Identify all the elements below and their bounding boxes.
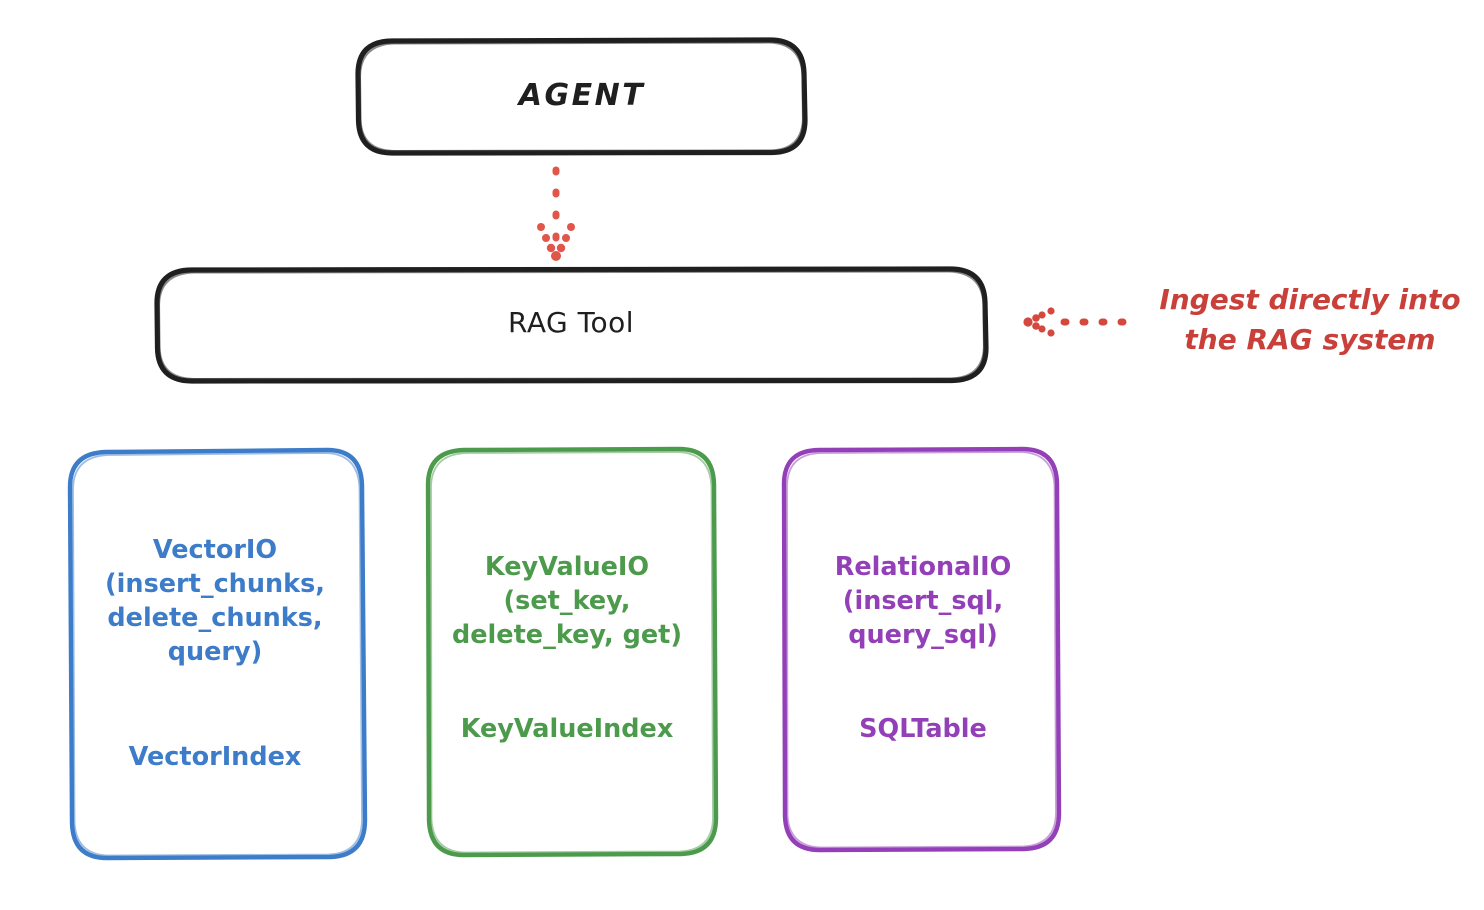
rag-tool-node[interactable] bbox=[154, 266, 989, 384]
ingest-connector bbox=[1023, 307, 1127, 337]
rag-tool-box-outline bbox=[154, 266, 989, 384]
vector-io-node[interactable] bbox=[67, 447, 368, 861]
vector-io-box-sketch-overlay bbox=[72, 452, 363, 857]
key-value-io-box-sketch-overlay bbox=[430, 451, 714, 854]
agent-node[interactable] bbox=[355, 37, 808, 156]
relational-io-box-outline bbox=[781, 446, 1062, 853]
agent-box-sketch-overlay bbox=[358, 41, 805, 153]
agent-to-rag-tool-connector bbox=[537, 166, 575, 261]
vector-io-box-outline bbox=[67, 447, 368, 861]
agent-box-outline bbox=[355, 37, 808, 156]
key-value-io-box-outline bbox=[425, 446, 719, 858]
rag-tool-box-sketch-overlay bbox=[157, 270, 986, 381]
relational-io-node[interactable] bbox=[781, 446, 1062, 853]
relational-io-box-sketch-overlay bbox=[786, 451, 1057, 849]
key-value-io-node[interactable] bbox=[425, 446, 719, 858]
